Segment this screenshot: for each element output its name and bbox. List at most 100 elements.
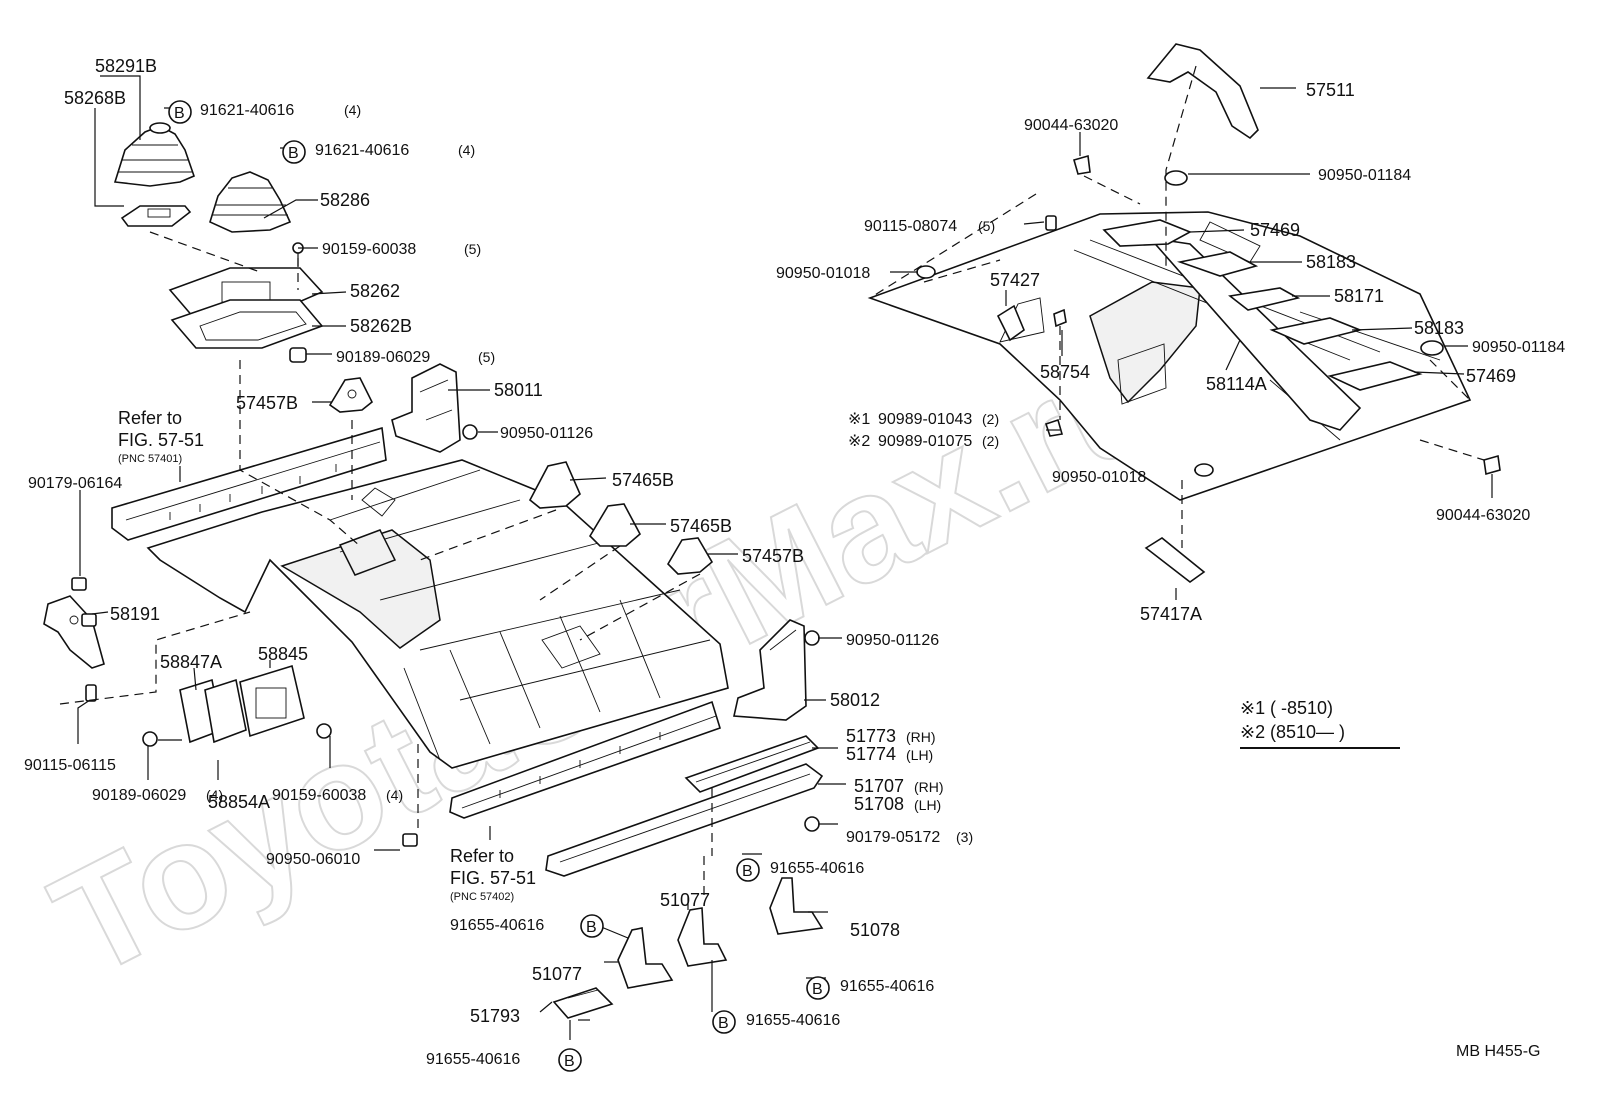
label-90179-06164: 90179-06164 — [28, 475, 122, 492]
plug-90950-01184-a — [1164, 170, 1188, 186]
label-58845: 58845 — [258, 644, 308, 664]
label-91655-40616-b: 91655-40616 — [450, 917, 544, 934]
label-58183-a: 58183 — [1306, 252, 1356, 272]
side-51707: (RH) — [914, 779, 944, 795]
qty-90179-05172: (3) — [956, 829, 973, 845]
bracket-57469-a — [1102, 219, 1192, 247]
nut-90189-a — [289, 347, 307, 363]
label-91655-40616-c: 91655-40616 — [840, 978, 934, 995]
brace-58012 — [733, 619, 807, 721]
label-57457B-lower: 57457B — [742, 546, 804, 566]
plug-90950-01018-b — [1194, 463, 1214, 477]
label-90189-06029-b: 90189-06029 — [92, 787, 186, 804]
badge-b-2: B — [282, 140, 306, 164]
refer-bottom-line1: Refer to — [450, 846, 514, 866]
member-58171 — [1228, 287, 1301, 311]
bracket-57465B-2 — [588, 503, 642, 547]
note2-mark-inline: ※2 — [848, 433, 870, 450]
label-90179-05172: 90179-05172 — [846, 829, 940, 846]
bracket-57465B-1 — [528, 461, 581, 509]
note1-mark: ※1 — [848, 411, 870, 428]
label-58847A: 58847A — [160, 652, 222, 672]
leaders-left — [77, 75, 846, 1040]
label-90950-01184-a: 90950-01184 — [1318, 167, 1411, 184]
refer-top-line1: Refer to — [118, 408, 182, 428]
label-90044-63020-b: 90044-63020 — [1436, 507, 1530, 524]
refer-bottom-line3: (PNC 57402) — [450, 891, 514, 903]
refer-top-line3: (PNC 57401) — [118, 453, 182, 465]
qty-90159-60038-a: (5) — [464, 241, 481, 257]
label-58191: 58191 — [110, 604, 160, 624]
label-90115-08074: 90115-08074 — [864, 218, 957, 235]
legend-note2-mark: ※2 — [1240, 722, 1265, 742]
label-91621-40616-a: 91621-40616 — [200, 102, 294, 119]
dashed-guides-right — [869, 65, 1485, 548]
label-58012: 58012 — [830, 690, 880, 710]
pad-57417A — [1144, 537, 1206, 583]
label-58171: 58171 — [1334, 286, 1384, 306]
label-90115-06115: 90115-06115 — [24, 757, 116, 774]
label-90159-60038-b: 90159-60038 — [272, 787, 366, 804]
legend-note1-range: ( -8510) — [1270, 698, 1333, 718]
label-58268B: 58268B — [64, 88, 126, 108]
label-51077-upper: 51077 — [660, 890, 710, 910]
screw-90950-01126-a — [462, 424, 478, 440]
label-51078: 51078 — [850, 920, 900, 940]
rocker-panel-lower — [449, 700, 721, 819]
boot-retainer-58268B — [120, 205, 192, 227]
nut-90189-b — [142, 731, 158, 747]
svg-text:B: B — [812, 981, 823, 998]
member-58183-a — [1176, 251, 1259, 277]
label-90950-01126-a: 90950-01126 — [500, 425, 593, 442]
qty-90989-01075: (2) — [982, 433, 999, 449]
cover-58854A — [204, 678, 247, 744]
label-90989-01043: 90989-01043 — [878, 411, 972, 428]
label-58114A: 58114A — [1206, 374, 1267, 394]
bracket-51077-upper — [677, 907, 728, 967]
rocker-panel-upper — [111, 426, 387, 541]
brace-58011 — [391, 363, 461, 453]
label-91655-40616-e: 91655-40616 — [426, 1051, 520, 1068]
floor-panel — [146, 459, 729, 769]
bracket-58191 — [43, 595, 105, 669]
label-90950-06010: 90950-06010 — [266, 851, 360, 868]
bracket-51793 — [552, 987, 614, 1019]
label-91621-40616-b: 91621-40616 — [315, 142, 409, 159]
label-91655-40616-a: 91655-40616 — [770, 860, 864, 877]
badge-b-5: B — [806, 976, 830, 1000]
shift-boot-58286 — [209, 171, 292, 233]
nut-58191-side — [81, 613, 97, 627]
side-51774: (LH) — [906, 747, 933, 763]
qty-90189-06029-a: (5) — [478, 349, 495, 365]
clip-90044-b — [1483, 454, 1501, 476]
label-51708: 51708 — [854, 794, 904, 814]
rocker-cover-51707 — [545, 763, 824, 877]
legend-note1-mark: ※1 — [1240, 698, 1265, 718]
label-58286: 58286 — [320, 190, 370, 210]
svg-text:B: B — [564, 1053, 575, 1070]
svg-text:B: B — [288, 145, 299, 162]
bolt-90115-06115 — [85, 684, 97, 702]
label-57465B-1: 57465B — [612, 470, 674, 490]
label-58262: 58262 — [350, 281, 400, 301]
label-90950-01018-a: 90950-01018 — [776, 265, 870, 282]
qty-91621-40616-a: (4) — [344, 102, 361, 118]
screw-90159-b — [316, 723, 332, 739]
hole-plug-90950-06010 — [402, 833, 418, 847]
label-57469-b: 57469 — [1466, 366, 1516, 386]
svg-text:B: B — [742, 863, 753, 880]
label-57511: 57511 — [1306, 80, 1355, 100]
label-58754: 58754 — [1040, 362, 1090, 382]
badge-b-3: B — [736, 858, 760, 882]
label-51707: 51707 — [854, 776, 904, 796]
side-51773: (RH) — [906, 729, 936, 745]
label-90189-06029-a: 90189-06029 — [336, 349, 430, 366]
badge-b-4: B — [580, 914, 604, 938]
label-57457B-upper: 57457B — [236, 393, 298, 413]
label-51793: 51793 — [470, 1006, 520, 1026]
qty-90159-60038-b: (4) — [386, 787, 403, 803]
svg-text:B: B — [718, 1015, 729, 1032]
labels: 58291B 58268B B 91621-40616 (4) B 91621-… — [24, 56, 1565, 1072]
